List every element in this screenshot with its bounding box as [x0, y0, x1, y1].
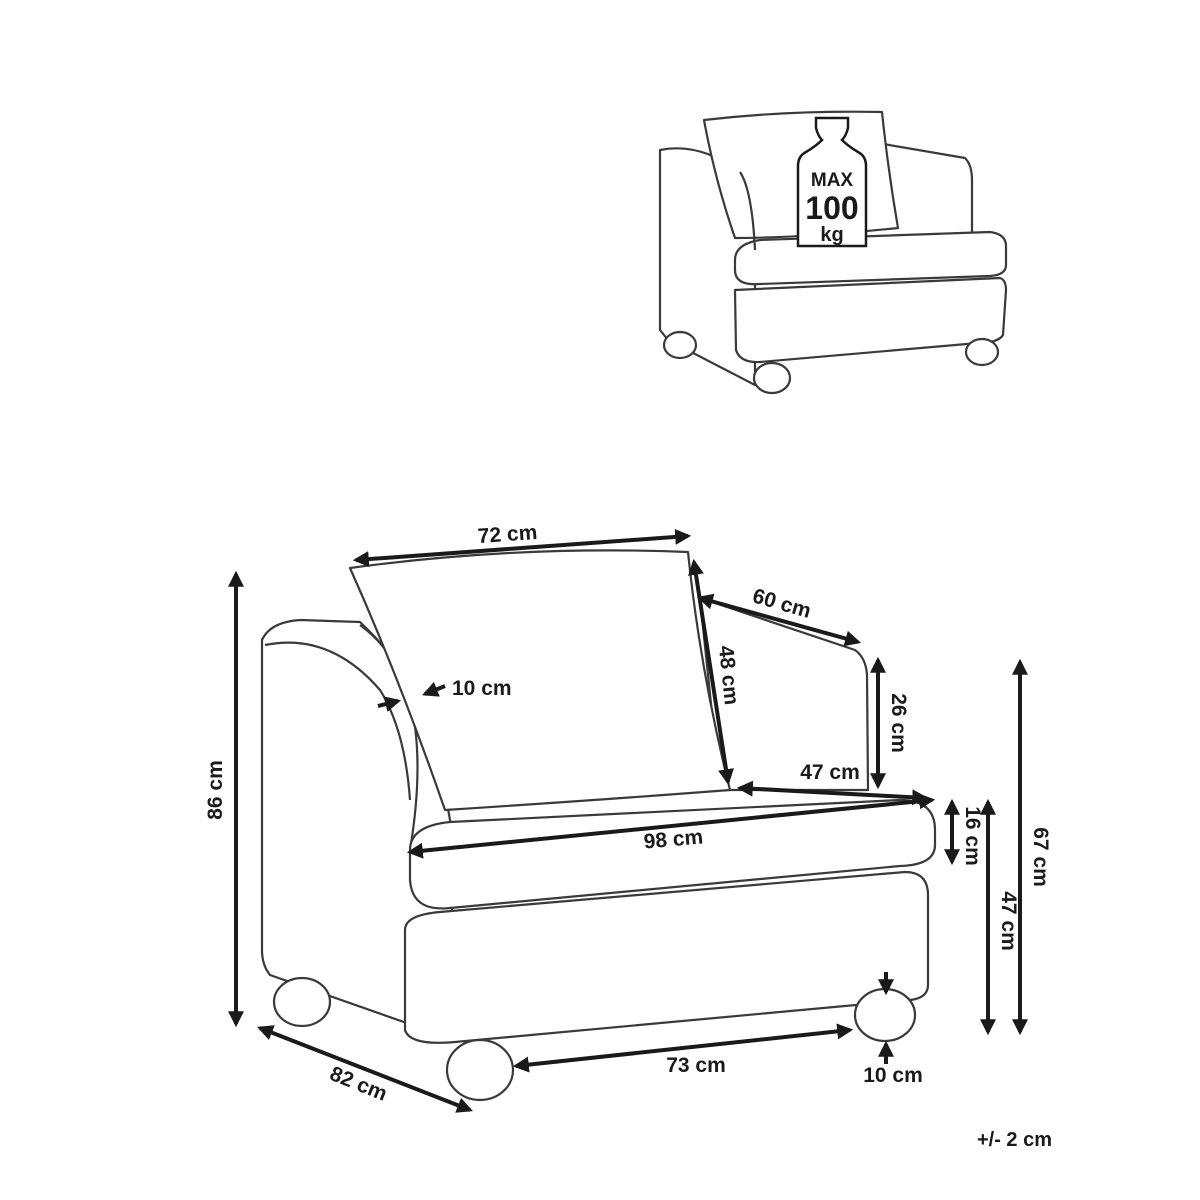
weight-value: 100: [805, 190, 858, 226]
main-foot: [853, 987, 917, 1043]
label-overall-width: 98 cm: [643, 825, 704, 853]
weight-max-label: MAX: [811, 170, 854, 191]
main-foot: [445, 1038, 515, 1102]
preview-foot: [964, 337, 1000, 367]
arrow-overall-depth: [257, 1025, 473, 1113]
label-arm-thickness: 10 cm: [452, 677, 512, 700]
arrow-overall-width: [406, 793, 936, 859]
label-overall-depth: 82 cm: [327, 1062, 391, 1106]
label-pillow-width: 72 cm: [477, 521, 538, 548]
main-foot: [272, 976, 332, 1028]
label-leg-height: 10 cm: [863, 1064, 923, 1087]
arrow-arm-thickness-right: [422, 681, 446, 697]
label-seat-depth: 47 cm: [800, 761, 860, 784]
arrow-leg-span: [512, 1023, 854, 1073]
arrow-pillow-height: [688, 558, 734, 786]
dimension-arrows: [228, 528, 1028, 1113]
weight-icon: [796, 116, 868, 248]
label-arm-height: 67 cm: [1029, 827, 1052, 887]
tolerance-note: +/- 2 cm: [977, 1129, 1052, 1151]
preview-foot: [752, 361, 792, 395]
main-armchair: [260, 549, 937, 1102]
weight-badge: MAX 100 kg: [796, 116, 868, 248]
preview-foot: [662, 330, 698, 360]
label-arm-above-seat: 26 cm: [887, 693, 910, 753]
label-cushion-thickness: 16 cm: [961, 806, 984, 866]
label-leg-span: 73 cm: [666, 1054, 726, 1077]
label-overall-height: 86 cm: [204, 760, 227, 820]
label-seat-height: 47 cm: [997, 891, 1020, 951]
weight-unit: kg: [820, 224, 843, 246]
arrow-pillow-width: [352, 528, 692, 568]
arrow-arm-thickness-left: [377, 696, 402, 712]
